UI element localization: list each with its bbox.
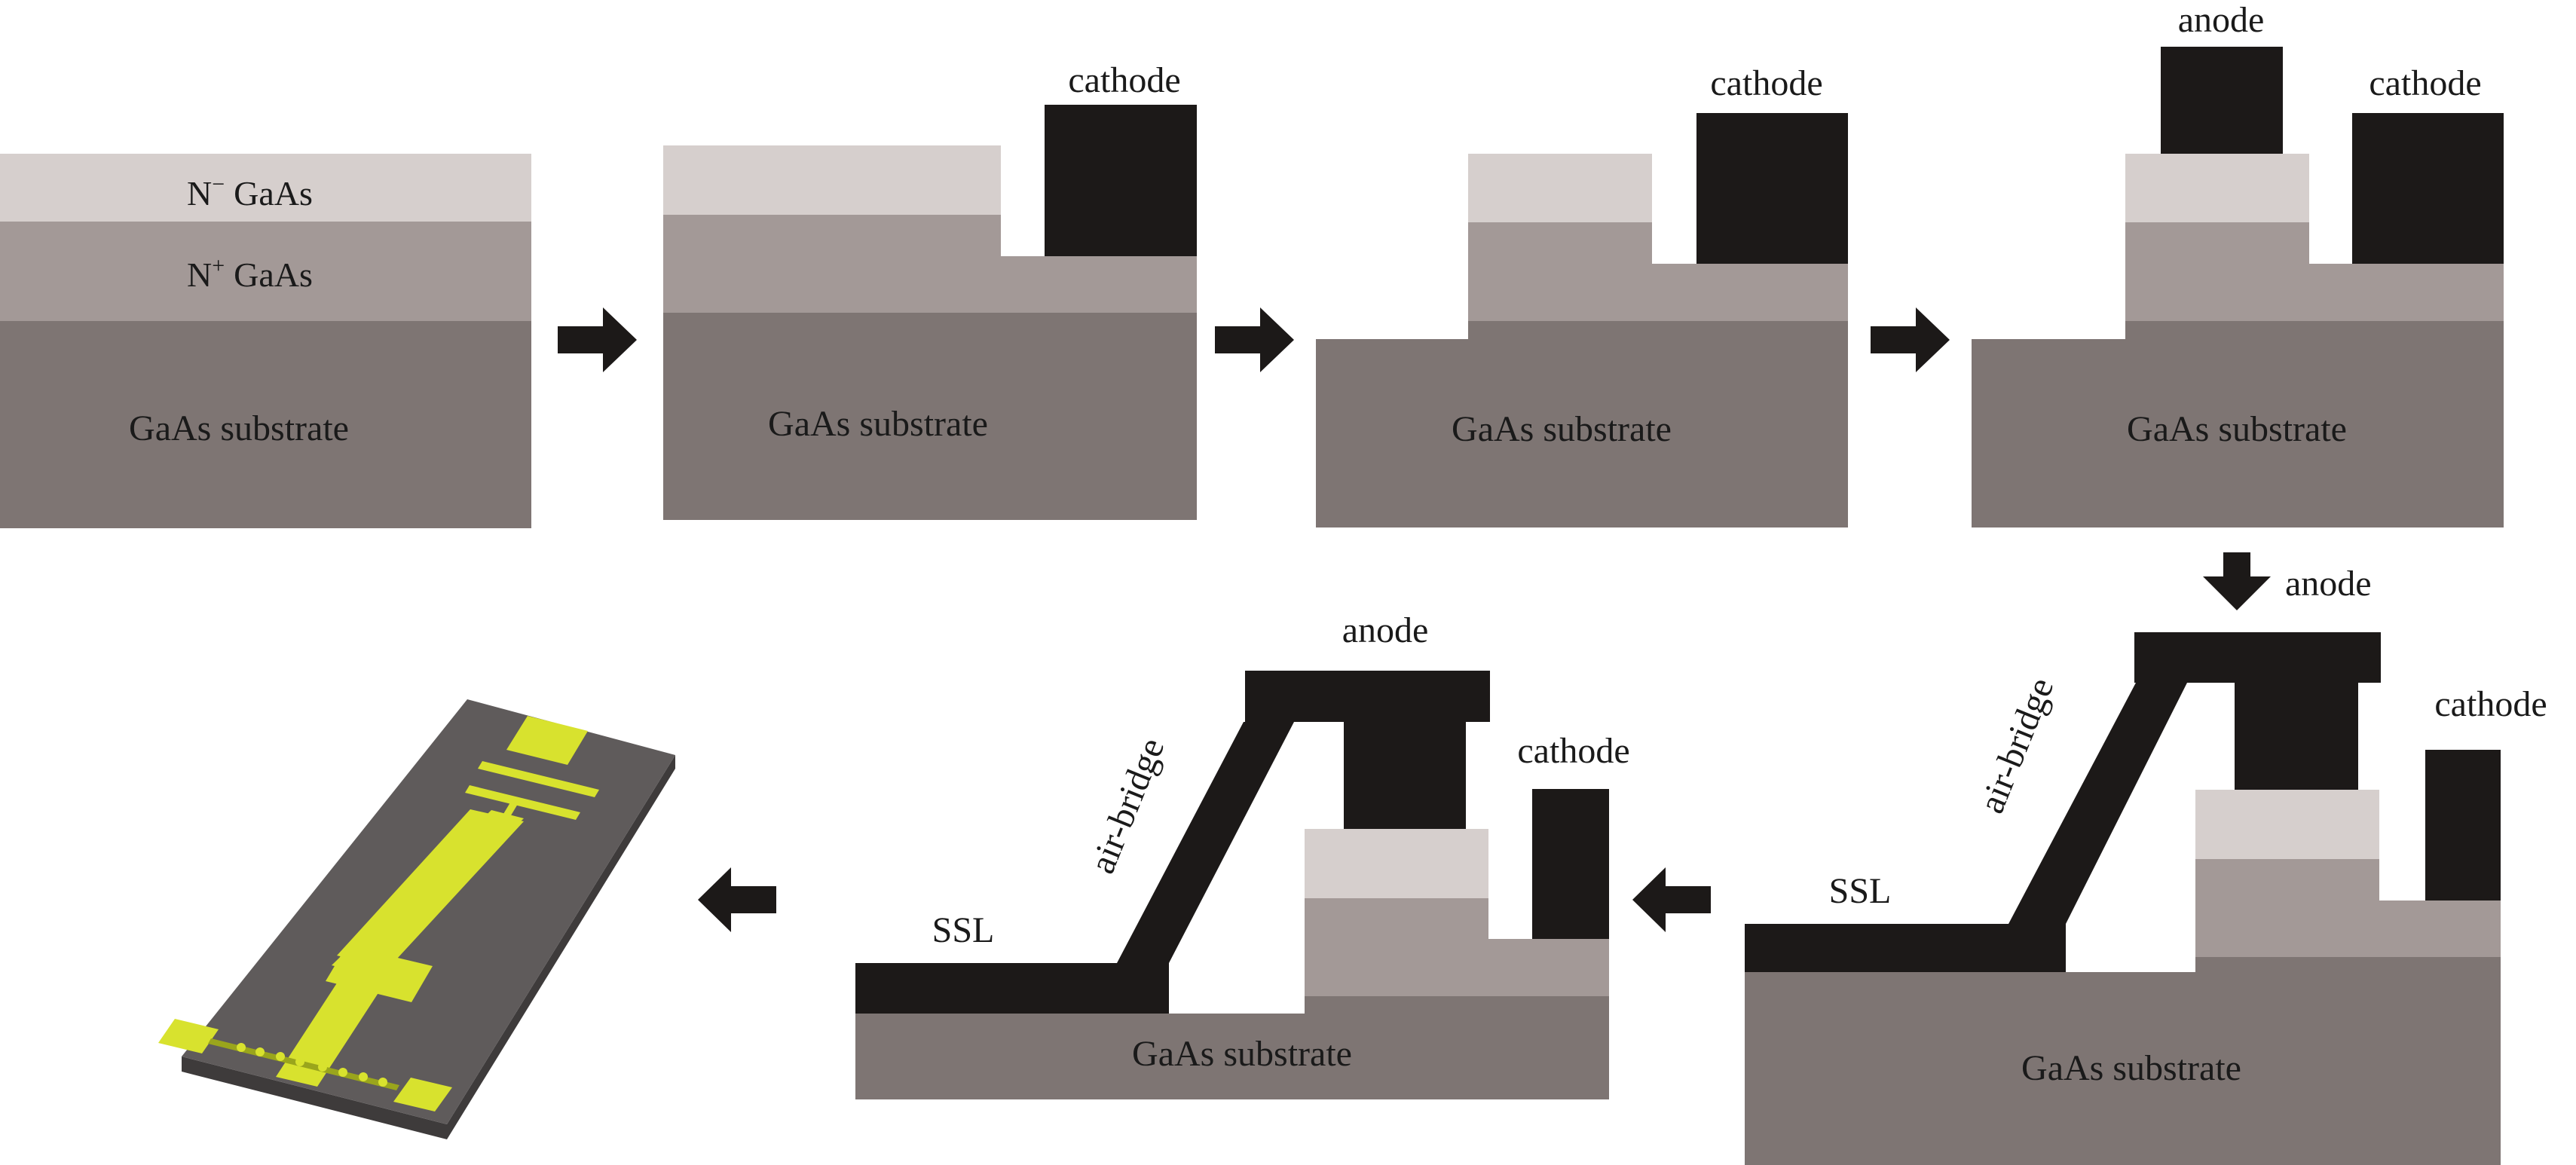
diode <box>318 1063 327 1072</box>
chip-transmission-line-upper <box>337 809 524 968</box>
step-1-wafer: N−GaAs N+GaAs GaAs substrate <box>0 154 531 528</box>
substrate-label: GaAs substrate <box>768 404 988 444</box>
diode <box>359 1072 368 1081</box>
anode-label: anode <box>1342 610 1429 650</box>
step-4-anode: anode cathode GaAs substrate <box>1972 0 2504 527</box>
step-5-air-bridge: anode cathode air-bridge SSL GaAs substr… <box>1745 564 2547 1165</box>
air-bridge-metal <box>855 671 1490 1014</box>
substrate-label: GaAs substrate <box>2127 409 2347 449</box>
n-minus-layer <box>1468 154 1652 222</box>
substrate-label: GaAs substrate <box>1132 1034 1352 1074</box>
n-plus-layer <box>0 222 531 321</box>
process-arrow-1 <box>558 307 637 372</box>
anode-post <box>2235 682 2358 790</box>
n-plus-label: N+GaAs <box>187 253 313 294</box>
chip-top-pad <box>506 716 588 765</box>
chip-left-pad <box>158 1019 219 1053</box>
mesa-step <box>2195 957 2501 972</box>
chip-mid-patch <box>326 946 433 1002</box>
air-bridge-label: air-bridge <box>1972 672 2062 818</box>
anode-label: anode <box>2178 0 2265 40</box>
diode <box>378 1078 387 1087</box>
ssl-label: SSL <box>1829 871 1892 911</box>
mesa-step <box>1305 996 1609 1014</box>
cathode-contact <box>2352 113 2504 264</box>
step-2-cathode: cathode GaAs substrate <box>663 60 1197 520</box>
process-arrow-6 <box>698 867 776 932</box>
cathode-contact <box>1045 105 1197 256</box>
substrate-label: GaAs substrate <box>129 408 349 448</box>
chip-side <box>182 1056 447 1139</box>
cathode-label: cathode <box>2369 63 2481 103</box>
chip-capacitor-bar-1 <box>478 761 599 797</box>
anode-label: anode <box>2285 564 2372 604</box>
cathode-contact <box>1696 113 1848 264</box>
cathode-contact <box>2425 750 2501 901</box>
n-minus-layer <box>0 154 531 222</box>
step-6-device: anode cathode air-bridge SSL GaAs substr… <box>855 610 1630 1099</box>
air-bridge-label: air-bridge <box>1082 732 1173 879</box>
substrate-layer <box>855 1014 1609 1099</box>
n-minus-layer <box>2125 154 2309 222</box>
n-plus-layer <box>2125 222 2504 321</box>
cathode-label: cathode <box>1068 60 1180 100</box>
chip-side-right <box>447 755 675 1139</box>
substrate-layer <box>0 321 531 528</box>
diode <box>237 1043 246 1052</box>
substrate-layer <box>1972 321 2504 527</box>
process-arrow-3 <box>1871 307 1950 372</box>
substrate-label: GaAs substrate <box>1452 409 1672 449</box>
n-minus-layer <box>2195 790 2379 859</box>
n-minus-label: N−GaAs <box>187 172 313 213</box>
substrate-label: GaAs substrate <box>2021 1048 2241 1088</box>
process-arrow-down <box>2203 552 2271 610</box>
chip-right-pad <box>393 1078 452 1111</box>
diode <box>295 1057 304 1066</box>
diode <box>276 1052 285 1061</box>
cathode-label: cathode <box>2434 684 2547 724</box>
diode <box>255 1047 265 1056</box>
n-plus-layer <box>1305 898 1609 996</box>
step-3-mesa: cathode GaAs substrate <box>1316 63 1848 527</box>
n-plus-layer <box>2195 859 2501 957</box>
cathode-label: cathode <box>1517 731 1629 771</box>
cathode-label: cathode <box>1710 63 1822 103</box>
chip-capacitor-bar-2 <box>465 785 580 820</box>
process-arrow-5 <box>1632 867 1711 932</box>
air-bridge-metal <box>1745 632 2381 972</box>
chip-3d-view <box>158 699 675 1139</box>
substrate-layer <box>1316 321 1848 527</box>
ssl-label: SSL <box>932 910 995 950</box>
anode-post <box>1344 720 1466 829</box>
process-arrow-2 <box>1215 307 1294 372</box>
substrate-layer <box>663 313 1197 520</box>
substrate-layer <box>1745 972 2501 1165</box>
cathode-contact <box>1532 789 1609 939</box>
n-minus-layer <box>663 145 1001 215</box>
n-plus-layer <box>1468 222 1848 321</box>
diode <box>338 1068 347 1077</box>
n-plus-layer <box>663 215 1197 313</box>
anode-contact <box>2161 47 2283 154</box>
n-minus-layer <box>1305 829 1488 898</box>
